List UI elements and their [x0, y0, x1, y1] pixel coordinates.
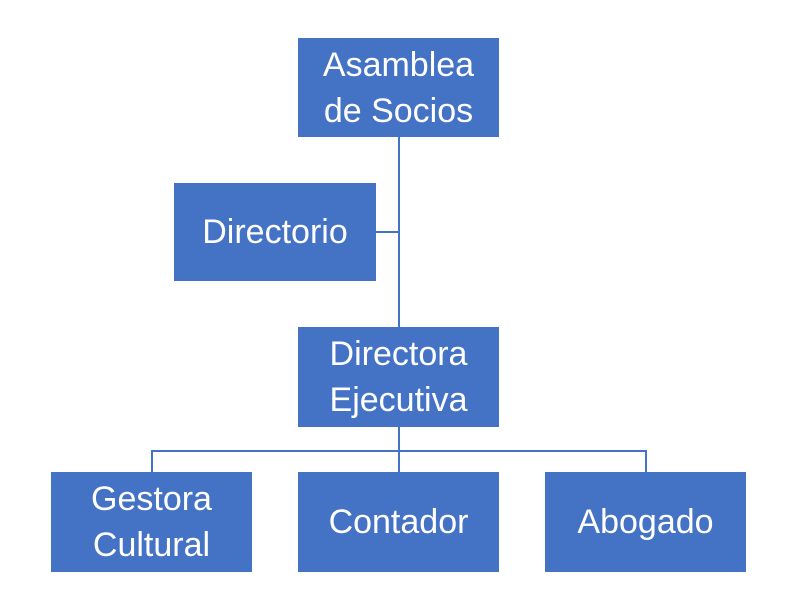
node-directora-ejecutiva: Directora Ejecutiva [298, 327, 499, 427]
node-contador: Contador [298, 472, 499, 572]
node-directorio: Directorio [174, 183, 376, 281]
node-abogado: Abogado [545, 472, 746, 572]
node-asamblea-de-socios: Asamblea de Socios [298, 38, 499, 137]
node-gestora-cultural: Gestora Cultural [51, 472, 252, 572]
